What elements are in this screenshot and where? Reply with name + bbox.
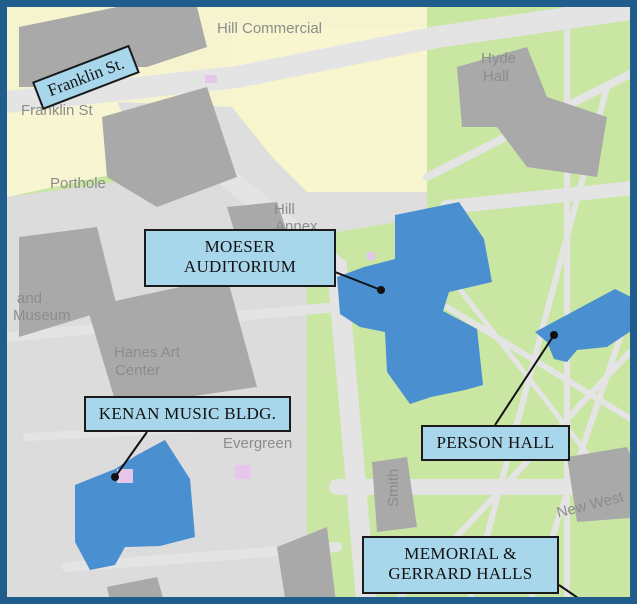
label-museum: Museum: [13, 307, 71, 324]
callout-kenan-music-bldg[interactable]: KENAN MUSIC BLDG.: [84, 396, 291, 432]
road-east: [440, 181, 630, 214]
label-franklin-st: Franklin St: [21, 102, 93, 119]
campus-map[interactable]: [7, 7, 637, 604]
buildings: [19, 7, 630, 597]
highlighted-buildings: [75, 202, 637, 570]
pink-accent: [367, 252, 375, 260]
callout-memorial-line1: MEMORIAL &: [404, 544, 517, 563]
label-hyde: Hyde: [481, 50, 517, 67]
dot-kenan: [111, 473, 119, 481]
path-diag-3: [444, 304, 630, 422]
leader-moeser: [334, 271, 382, 291]
kenan-music-building[interactable]: [75, 440, 195, 570]
label-and: and: [17, 290, 43, 307]
dot-moeser: [377, 286, 385, 294]
label-hill: Hill: [274, 201, 295, 218]
new-west-building: [567, 447, 630, 522]
leader-dots: [111, 286, 558, 481]
hanes-art-center-building: [87, 277, 257, 407]
label-smith: Smith: [385, 468, 402, 507]
label-swain: Swain: [282, 595, 323, 604]
person-hall-building[interactable]: [535, 289, 637, 362]
leader-lines: [114, 271, 579, 597]
callout-moeser-line1: MOESER: [204, 237, 276, 256]
label-hanes-art: Hanes Art: [114, 344, 180, 361]
leader-person: [494, 334, 555, 426]
moeser-auditorium-building[interactable]: [337, 202, 492, 404]
hyde-hall-building: [457, 47, 607, 177]
pink-accents: [117, 75, 375, 483]
dot-person: [550, 331, 558, 339]
pink-accent: [117, 469, 133, 483]
label-hyde-hall: Hall: [483, 68, 509, 85]
leader-memorial: [558, 584, 579, 597]
callout-memorial-line2: GERRARD HALLS: [388, 564, 533, 583]
pink-accent: [205, 75, 217, 83]
callout-moeser-auditorium[interactable]: MOESER AUDITORIUM: [144, 229, 336, 287]
leader-kenan: [114, 431, 148, 478]
callout-person-label: PERSON HALL: [436, 433, 555, 452]
callout-moeser-line2: AUDITORIUM: [183, 257, 297, 276]
label-center: Center: [115, 362, 161, 379]
label-hill-commercial: Hill Commercial: [217, 20, 323, 37]
building-nw: [19, 7, 207, 87]
callout-memorial-gerrard-halls[interactable]: MEMORIAL & GERRARD HALLS: [362, 536, 559, 594]
swain-building: [277, 527, 336, 597]
pink-accent: [235, 465, 251, 479]
smith-building: [372, 457, 417, 532]
callout-kenan-label: KENAN MUSIC BLDG.: [98, 404, 277, 423]
callout-person-hall[interactable]: PERSON HALL: [421, 425, 570, 461]
label-evergreen: Evergreen: [223, 435, 293, 452]
building-south: [107, 577, 163, 597]
building-north-center: [102, 87, 237, 207]
franklin-street: [7, 7, 630, 113]
label-porthole: Porthole: [50, 175, 106, 192]
